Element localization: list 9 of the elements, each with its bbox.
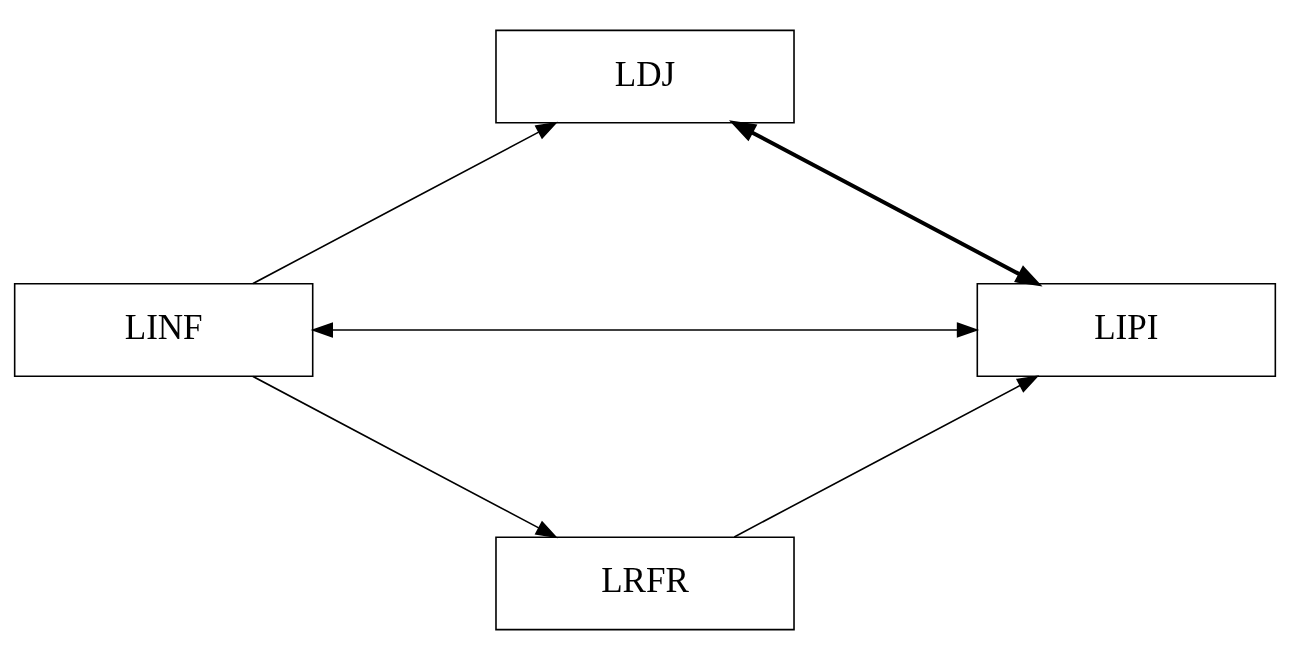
arrow xyxy=(252,121,558,285)
arrow xyxy=(733,375,1040,538)
node-box: LRFR xyxy=(495,536,795,631)
node-box: LDJ xyxy=(495,29,795,124)
node-box: LIPI xyxy=(976,283,1277,377)
arrow xyxy=(310,322,980,338)
node-box: LINF xyxy=(13,283,314,377)
arrow xyxy=(252,375,558,539)
arrow xyxy=(728,120,1043,287)
